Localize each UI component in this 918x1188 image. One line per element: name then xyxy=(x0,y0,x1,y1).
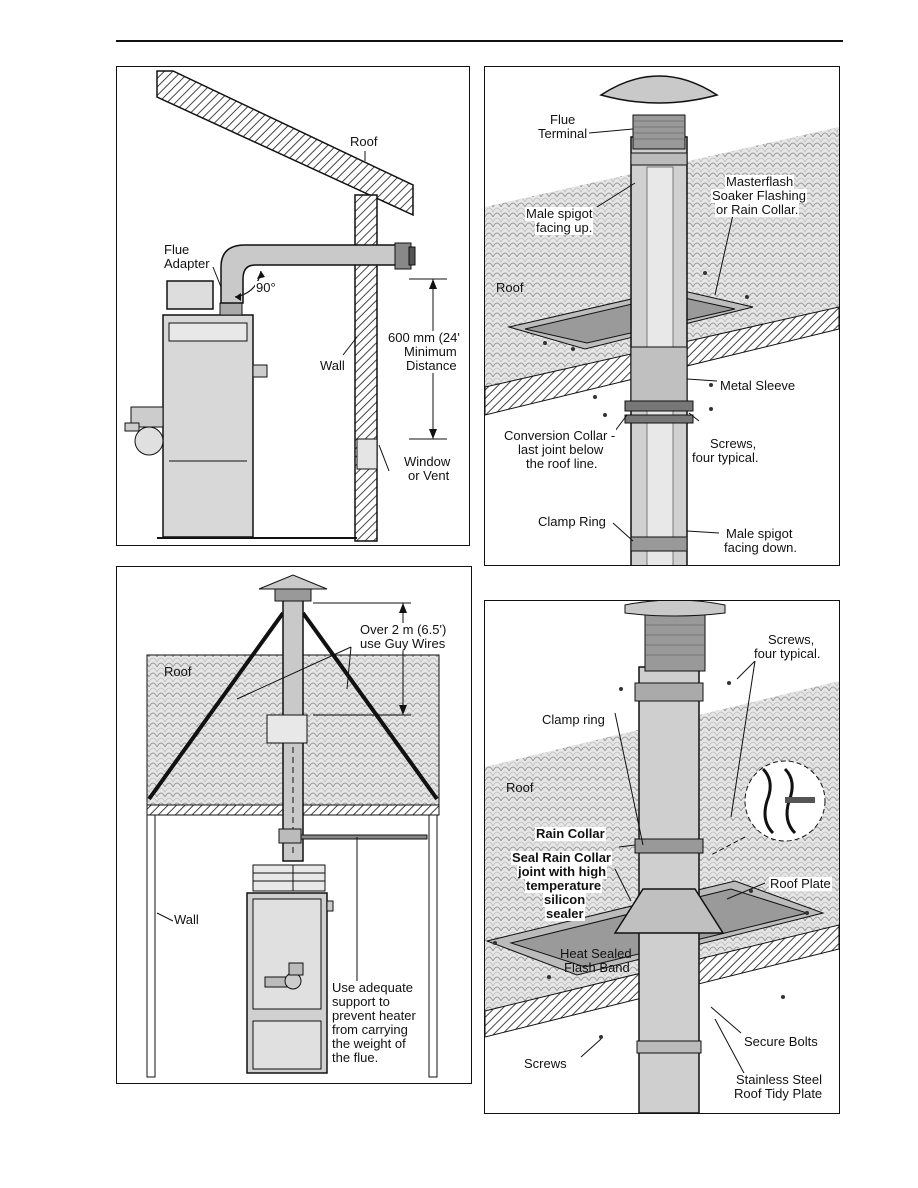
flue-cap xyxy=(624,601,726,617)
seal-label-4: silicon xyxy=(543,892,587,907)
support-bracket xyxy=(292,834,428,840)
wall-label: Wall xyxy=(173,912,200,927)
clamp-ring xyxy=(630,536,688,552)
burner-assembly xyxy=(264,962,304,990)
secure-bolts-label: Secure Bolts xyxy=(743,1034,819,1049)
roof-slab xyxy=(156,70,414,217)
roof-label: Roof xyxy=(164,664,192,679)
tidy-plate-label-1: Stainless Steel xyxy=(735,1072,823,1087)
roof-label: Roof xyxy=(349,134,379,149)
support-label-6: the flue. xyxy=(331,1050,380,1065)
masterflash-label-3: or Rain Collar. xyxy=(715,202,800,217)
heater-cabinet xyxy=(162,314,254,538)
screws-label-1: Screws, xyxy=(767,632,816,647)
distance-label-3: Distance xyxy=(405,358,458,373)
roof-collar xyxy=(266,714,308,744)
heat-sealed-label-2: Flash Band xyxy=(564,960,630,975)
seal-label-1: Seal Rain Collar xyxy=(511,850,612,865)
guy-wire-right xyxy=(301,611,439,801)
male-down-label-2: facing down. xyxy=(723,540,798,555)
flue-adapter-label-1: Flue xyxy=(163,242,191,257)
guy-wire-label-1: Over 2 m (6.5') xyxy=(359,622,448,637)
burner-assembly xyxy=(124,406,164,456)
angle-label: 90° xyxy=(255,280,277,295)
distance-label-1: 600 mm (24' xyxy=(387,330,461,345)
flue-adapter-box xyxy=(166,280,214,310)
panel-rain-collar-detail: Screws, four typical. Clamp ring Roof Ra… xyxy=(484,600,840,1114)
panel-wall-flue-diagram: Roof Flue Adapter 90° 600 mm (24' Minimu… xyxy=(116,66,470,546)
tidy-plate-label-2: Roof Tidy Plate xyxy=(733,1086,824,1101)
masterflash-label-2: Soaker Flashing xyxy=(711,188,807,203)
wall-label: Wall xyxy=(319,358,346,373)
rain-collar-band xyxy=(634,838,704,854)
screws xyxy=(543,271,749,417)
support-label-2: support to xyxy=(331,994,391,1009)
roof-label: Roof xyxy=(506,780,534,795)
conversion-collar xyxy=(624,400,694,412)
roof-plate-label: Roof Plate xyxy=(769,876,832,891)
flue-terminal-label-2: Terminal xyxy=(537,126,589,141)
rain-collar-label: Rain Collar xyxy=(535,826,606,841)
wall-flue-illustration xyxy=(124,70,447,542)
flue-cap xyxy=(258,574,328,590)
support-label-4: from carrying xyxy=(331,1022,409,1037)
distance-label-2: Minimum xyxy=(403,344,458,359)
flue-terminal-mesh xyxy=(644,614,706,672)
right-wall xyxy=(428,814,438,1078)
seal-label-3: temperature xyxy=(525,878,603,893)
guy-wire-illustration xyxy=(146,574,440,1078)
window-label-2: or Vent xyxy=(407,468,451,483)
panel-roof-flue-section: Flue Terminal Masterflash Soaker Flashin… xyxy=(484,66,840,566)
seal-label-2: joint with high xyxy=(517,864,608,879)
rain-collar-cone xyxy=(613,888,725,934)
left-wall xyxy=(146,814,156,1078)
header-rule xyxy=(116,40,843,42)
clamp-ring-label: Clamp Ring xyxy=(537,514,607,529)
male-up-label-1: Male spigot xyxy=(525,206,594,221)
flue-cap xyxy=(599,75,719,104)
male-down-label-1: Male spigot xyxy=(725,526,794,541)
screws-label-2: four typical. xyxy=(753,646,822,661)
flue-terminal-mesh xyxy=(632,114,686,150)
screws-label-1: Screws, xyxy=(709,436,758,451)
heat-sealed-label-1: Heat Sealed xyxy=(560,946,632,961)
support-label-5: the weight of xyxy=(331,1036,407,1051)
rain-collar-illustration xyxy=(485,601,839,1113)
male-up-label-2: facing up. xyxy=(535,220,594,235)
screws-label-2: four typical. xyxy=(691,450,760,465)
clamp-ring-label: Clamp ring xyxy=(541,712,606,727)
guy-wire-left xyxy=(147,611,285,801)
screws-bottom-label: Screws xyxy=(523,1056,568,1071)
support-label-3: prevent heater xyxy=(331,1008,417,1023)
clamp-ring xyxy=(634,682,704,702)
window-vent xyxy=(356,438,378,470)
panel-guy-wire-diagram: Over 2 m (6.5') use Guy Wires Roof Wall … xyxy=(116,566,472,1084)
metal-sleeve-label: Metal Sleeve xyxy=(719,378,797,393)
conversion-collar-label-2: last joint below xyxy=(517,442,605,457)
seal-label-5: sealer xyxy=(545,906,585,921)
flue-terminal-label-1: Flue xyxy=(549,112,577,127)
conversion-collar-label-3: the roof line. xyxy=(525,456,599,471)
support-label-1: Use adequate xyxy=(331,980,414,995)
masterflash-label-1: Masterflash xyxy=(725,174,795,189)
window-label-1: Window xyxy=(403,454,452,469)
roof-label: Roof xyxy=(496,280,524,295)
conversion-collar-label-1: Conversion Collar - xyxy=(503,428,617,443)
guy-wire-label-2: use Guy Wires xyxy=(359,636,447,651)
metal-sleeve xyxy=(630,346,688,408)
roof-flue-illustration xyxy=(485,75,839,565)
flue-adapter-label-2: Adapter xyxy=(163,256,211,271)
